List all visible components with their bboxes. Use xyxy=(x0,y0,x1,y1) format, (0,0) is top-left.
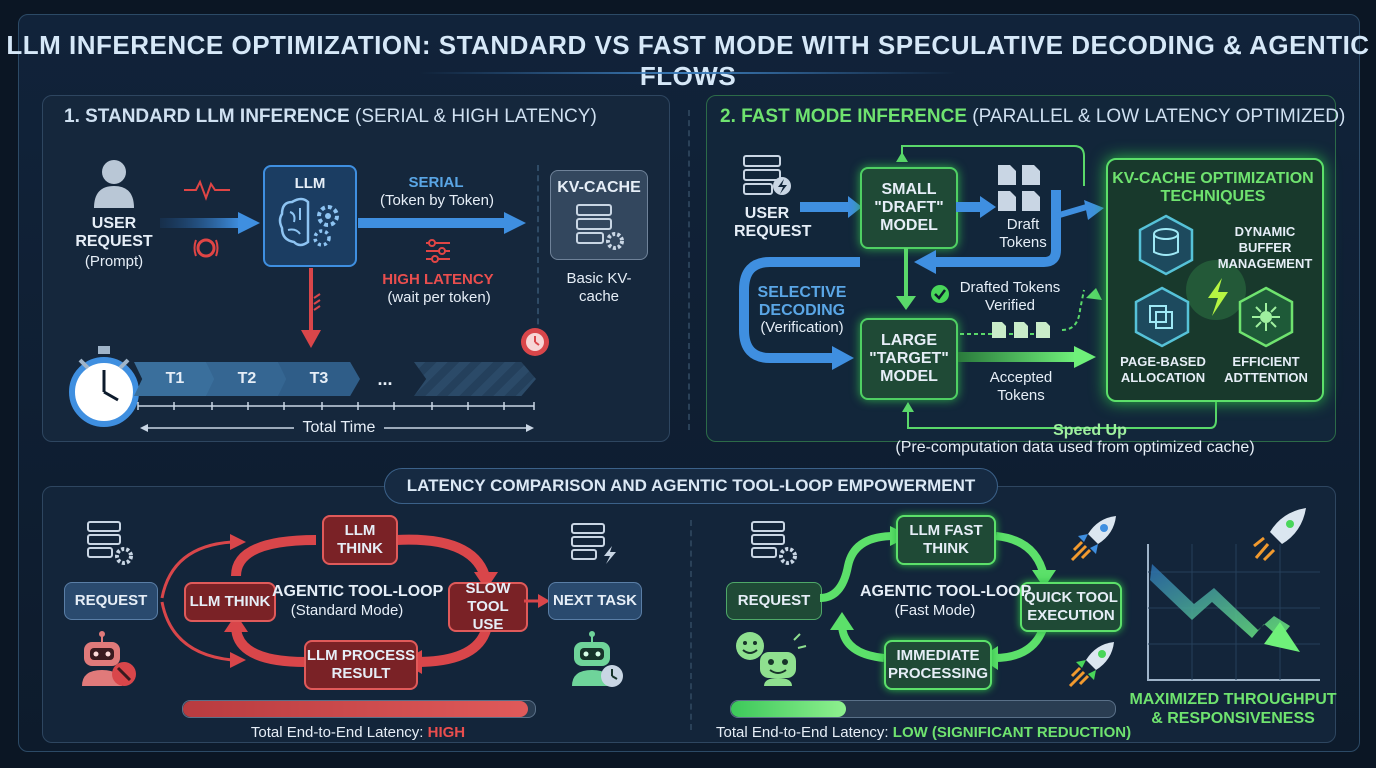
rocket-icon xyxy=(1070,516,1116,562)
std-loop-arrows xyxy=(160,534,498,674)
robot-icon xyxy=(82,631,136,686)
kv-opt-title: KV-CACHE OPTIMIZATION TECHNIQUES xyxy=(1112,170,1314,205)
next-task-box: NEXT TASK xyxy=(548,582,642,620)
document-icon xyxy=(998,165,1040,211)
std-down-arrow xyxy=(301,268,321,348)
std-loop-sub: (Standard Mode) xyxy=(290,602,404,619)
fast-latency-bar xyxy=(730,700,1116,718)
dynamic-buffer-label: DYNAMIC BUFFER MANAGEMENT xyxy=(1217,224,1313,271)
quick-tool-box: QUICK TOOL EXECUTION xyxy=(1020,582,1122,632)
std-request-box: REQUEST xyxy=(64,582,158,620)
fast-flow-lines xyxy=(800,145,1085,218)
comparison-divider xyxy=(690,520,692,730)
std-kv-sub: Basic KV-cache xyxy=(566,270,632,305)
std-llm-think-top: LLM THINK xyxy=(322,515,398,565)
user-icon xyxy=(94,160,134,208)
draft-model-label: SMALL "DRAFT" MODEL xyxy=(874,181,944,234)
stopwatch-icon xyxy=(69,346,139,427)
serial-label: SERIAL xyxy=(408,174,464,191)
next-server-bolt-icon xyxy=(571,523,616,564)
std-latency-bar xyxy=(182,700,536,718)
selective-decoding-sub: (Verification) xyxy=(760,319,844,336)
fast-think-box: LLM FAST THINK xyxy=(896,515,996,565)
lightning-icon xyxy=(1208,278,1228,316)
fast-user-request: USER REQUEST xyxy=(734,205,812,240)
brain-gear-icon xyxy=(278,197,339,247)
standard-heading: 1. STANDARD LLM INFERENCE (SERIAL & HIGH… xyxy=(64,106,597,127)
std-latency-fill xyxy=(183,701,528,717)
token-segment-pending xyxy=(414,362,536,396)
immediate-processing-box: IMMEDIATE PROCESSING xyxy=(884,640,992,690)
std-arrow-request xyxy=(160,212,260,234)
draft-target-arrow xyxy=(896,248,916,310)
fast-latency-text: Total End-to-End Latency: LOW (SIGNIFICA… xyxy=(716,724,1132,741)
accepted-tokens-label: Accepted Tokens xyxy=(989,369,1053,404)
brake-icon xyxy=(193,238,219,258)
token-segment-1: T1 xyxy=(134,362,216,396)
server-gear-icon xyxy=(576,204,624,250)
kv-technique-icons xyxy=(1134,214,1294,348)
std-llm-think-box: LLM THINK xyxy=(184,582,276,622)
fast-request-server-icon xyxy=(751,521,797,565)
selective-decoding-label: SELECTIVE DECODING xyxy=(757,284,847,319)
high-latency-sub: (wait per token) xyxy=(387,289,491,306)
std-loop-label: AGENTIC TOOL-LOOP xyxy=(272,583,444,600)
draft-tokens-label: Draft Tokens xyxy=(999,216,1047,251)
fast-latency-fill xyxy=(731,701,847,717)
throughput-label: MAXIMIZED THROUGHPUT & RESPONSIVENESS xyxy=(1129,691,1337,727)
std-next-arrow xyxy=(524,594,550,608)
fast-heading: 2. FAST MODE INFERENCE (PARALLEL & LOW L… xyxy=(720,106,1346,127)
target-model-label: LARGE "TARGET" MODEL xyxy=(869,332,949,385)
std-latency-text: Total End-to-End Latency: HIGH xyxy=(250,724,466,741)
token-ellipsis: ... xyxy=(377,369,393,389)
llm-process-result-box: LLM PROCESS RESULT xyxy=(304,640,418,690)
comparison-heading: LATENCY COMPARISON AND AGENTIC TOOL-LOOP… xyxy=(384,468,998,504)
high-latency-label: HIGH LATENCY xyxy=(382,271,494,288)
page-based-label: PAGE-BASED ALLOCATION xyxy=(1120,354,1206,385)
robot-clock-icon xyxy=(572,631,623,687)
time-axis xyxy=(137,402,535,432)
efficient-attention-label: EFFICIENT ADTTENTION xyxy=(1224,354,1308,385)
slow-tool-use-box: SLOW TOOL USE xyxy=(448,580,528,633)
speed-up-label: Speed Up xyxy=(1053,422,1127,439)
token-segment-3: T3 xyxy=(278,362,360,396)
fast-green-flow xyxy=(958,288,1102,368)
request-server-icon xyxy=(87,521,133,565)
std-kv-divider xyxy=(537,165,539,355)
page-title: LLM INFERENCE OPTIMIZATION: STANDARD VS … xyxy=(6,30,1370,91)
fast-loop-sub: (Fast Mode) xyxy=(894,602,976,619)
fast-loop-label: AGENTIC TOOL-LOOP xyxy=(860,583,1032,600)
draft-arrow xyxy=(956,196,996,218)
fast-request-box: REQUEST xyxy=(726,582,822,620)
sliders-icon xyxy=(426,239,450,263)
std-arrow-serial xyxy=(358,212,526,234)
pulse-icon xyxy=(184,179,230,201)
chart-down-icon xyxy=(1147,508,1320,681)
draft-model-box: SMALL "DRAFT" MODEL xyxy=(860,167,958,249)
rocket-icon-small xyxy=(1068,642,1114,688)
std-prompt: (Prompt) xyxy=(84,253,144,270)
std-kv-label: KV-CACHE xyxy=(557,179,641,196)
speedup-loop xyxy=(902,400,1217,429)
panel-divider xyxy=(688,110,690,430)
std-llm-box: LLM xyxy=(263,165,357,267)
target-model-box: LARGE "TARGET" MODEL xyxy=(860,318,958,400)
fast-blue-flow xyxy=(739,190,1104,370)
total-time-label: Total Time xyxy=(302,419,376,436)
check-icon xyxy=(931,285,949,303)
std-llm-label: LLM xyxy=(294,175,326,192)
std-user-request: USER REQUEST xyxy=(75,215,153,250)
serial-sub: (Token by Token) xyxy=(380,192,494,209)
token-segment-2: T2 xyxy=(206,362,288,396)
clock-icon xyxy=(521,328,549,356)
verified-label: Drafted Tokens Verified xyxy=(959,279,1061,314)
speed-up-sub: (Pre-computation data used from optimize… xyxy=(895,439,1255,456)
title-underline xyxy=(420,72,956,74)
server-bolt-icon xyxy=(743,155,791,195)
happy-faces-icon xyxy=(736,632,807,686)
